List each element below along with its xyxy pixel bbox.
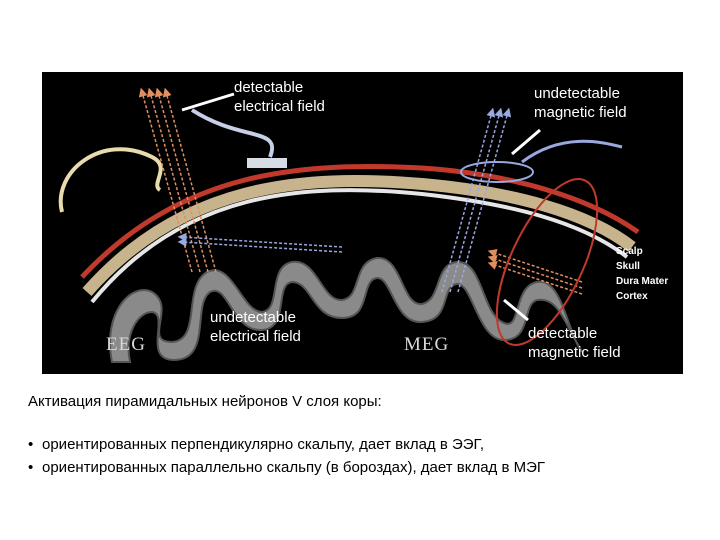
list-item: •ориентированных параллельно скальпу (в … bbox=[28, 459, 546, 476]
cortex-folds bbox=[109, 256, 583, 363]
label-eeg-detectable: detectable electrical field bbox=[234, 79, 325, 115]
label-eeg-undetectable: undetectable electrical field bbox=[210, 309, 301, 345]
electrode-wire bbox=[58, 147, 163, 213]
dura-mater-layer bbox=[90, 188, 629, 304]
pointer-arrow bbox=[511, 128, 541, 156]
skull-layer bbox=[82, 175, 636, 296]
meg-tangential-field-arrows bbox=[487, 249, 583, 295]
layer-label-scalp: Scalp bbox=[616, 246, 643, 257]
label-eeg: EEG bbox=[106, 334, 146, 355]
eeg-tangential-field-arrows bbox=[177, 232, 343, 253]
scalp-layer bbox=[80, 164, 640, 279]
layer-label-cortex: Cortex bbox=[616, 291, 648, 302]
electrode-wire-2 bbox=[190, 108, 274, 158]
label-meg-undetectable: undetectable magnetic field bbox=[534, 85, 627, 121]
meg-radial-field-arrows bbox=[441, 107, 512, 293]
meg-detectable-loop bbox=[495, 178, 599, 346]
meg-undetectable-arrow bbox=[521, 139, 623, 164]
diagram-graphics bbox=[58, 87, 640, 363]
bullet-text: ориентированных перпендикулярно скальпу,… bbox=[42, 436, 484, 453]
layer-label-skull: Skull bbox=[616, 261, 640, 272]
caption: Активация пирамидальных нейронов V слоя … bbox=[28, 393, 382, 410]
list-item: •ориентированных перпендикулярно скальпу… bbox=[28, 436, 484, 453]
bullet-text: ориентированных параллельно скальпу (в б… bbox=[42, 459, 546, 476]
meg-undetectable-loop bbox=[460, 161, 534, 183]
label-meg: MEG bbox=[404, 334, 450, 355]
label-meg-detectable: detectable magnetic field bbox=[528, 325, 621, 361]
pointer-arrow bbox=[503, 298, 529, 322]
bullet-list: •ориентированных перпендикулярно скальпу… bbox=[28, 433, 545, 479]
pointer-arrow bbox=[181, 92, 235, 112]
layer-label-dura-mater: Dura Mater bbox=[616, 276, 669, 287]
eeg-meg-diagram: detectable electrical field undetectable… bbox=[42, 72, 683, 374]
electrode bbox=[247, 158, 287, 168]
